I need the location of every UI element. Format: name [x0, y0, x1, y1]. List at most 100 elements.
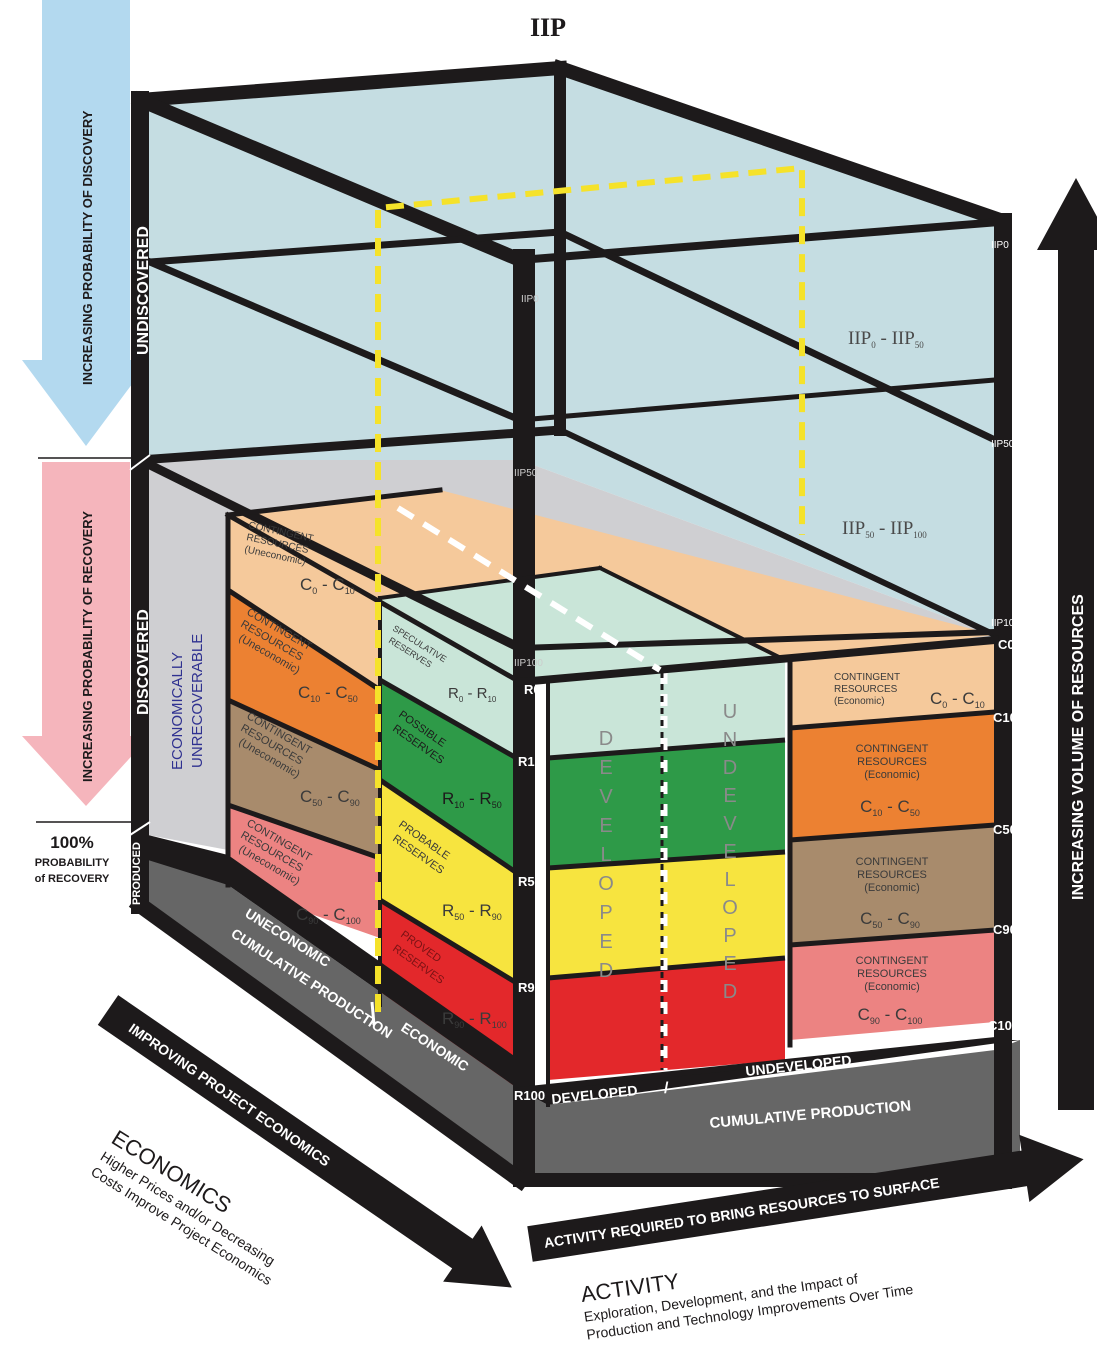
tick-right-iip100: IIP100 [991, 618, 1020, 629]
svg-text:C50 - C90: C50 - C90 [300, 787, 360, 808]
front-proved [548, 958, 785, 1080]
probability-label: PROBABILITY [35, 857, 110, 869]
svg-text:(Economic): (Economic) [834, 696, 885, 707]
reserve-block-possible [380, 680, 520, 875]
unrecoverable-label-1: ECONOMICALLY [169, 652, 186, 770]
svg-text:C0 - C10: C0 - C10 [300, 575, 355, 596]
economic-text-3: CONTINGENT RESOURCES (Economic) C90 - C1… [856, 955, 929, 1026]
svg-text:RESOURCES: RESOURCES [857, 756, 927, 768]
tick-right-iip50: IIP50 [991, 439, 1015, 450]
discovered-label: DISCOVERED [135, 609, 152, 715]
box-frame [128, 59, 1012, 1192]
undeveloped-letter: L [724, 869, 735, 891]
developed-letter: P [599, 902, 612, 924]
developed-letter: E [599, 757, 612, 779]
tick-r90: R90 [518, 980, 542, 995]
developed-letter: L [600, 844, 611, 866]
iip-lower-range: IIP50 - IIP100 [842, 518, 927, 540]
reserve-block-probable [380, 780, 520, 985]
recovery-arrow: INCREASING PROBABILITY OF RECOVERY [22, 462, 150, 806]
hundred-percent: 100% [50, 833, 93, 852]
undeveloped-letter: P [723, 925, 736, 947]
uneconomic-block-c90 [228, 805, 380, 938]
economic-column [789, 638, 996, 1040]
developed-vertical-label: DEVELOPED [598, 728, 614, 982]
undeveloped-letter: D [723, 757, 737, 779]
speculative-top-face [380, 568, 780, 682]
volume-arrow-label: INCREASING VOLUME OF RESOURCES [1070, 594, 1087, 900]
developed-letter: D [599, 960, 613, 982]
economic-text-2: CONTINGENT RESOURCES (Economic) C50 - C9… [856, 856, 929, 930]
discovered-separator [129, 454, 151, 471]
uneconomic-column [226, 515, 382, 938]
front-production-slab [520, 1040, 1020, 1185]
svg-text:RESOURCES: RESOURCES [857, 869, 927, 881]
svg-text:C50 - C90: C50 - C90 [860, 909, 920, 930]
svg-text:(Economic): (Economic) [864, 981, 920, 993]
undeveloped-letter: E [723, 953, 736, 975]
svg-text:C90 - C100: C90 - C100 [858, 1005, 923, 1026]
activity-caption: ACTIVITY Exploration, Development, and t… [579, 1268, 914, 1342]
discovery-arrow-label: INCREASING PROBABILITY OF DISCOVERY [80, 110, 95, 385]
svg-text:CONTINGENT: CONTINGENT [856, 955, 929, 967]
undeveloped-letter: E [723, 841, 736, 863]
reserve-ticks: R0 R10 R50 R90 R100 [514, 682, 545, 1103]
svg-text:C10 - C50: C10 - C50 [860, 797, 920, 818]
front-production-top [520, 1040, 1020, 1105]
economic-block-c0 [790, 638, 995, 728]
tick-center-iip50: IIP50 [514, 468, 538, 479]
produced-slash [370, 1001, 376, 1026]
tick-c90: C90 [993, 922, 1017, 937]
produced-label: PRODUCED [131, 842, 143, 905]
svg-text:C90 - C100: C90 - C100 [296, 905, 361, 926]
discovery-arrow: INCREASING PROBABILITY OF DISCOVERY [22, 0, 150, 446]
svg-text:R90 - R100: R90 - R100 [442, 1009, 507, 1030]
economics-caption: ECONOMICS Higher Prices and/or Decreasin… [88, 1125, 278, 1288]
side-production-band [148, 835, 520, 1090]
undeveloped-letter: D [723, 981, 737, 1003]
front-speculative [548, 660, 785, 758]
developed-letter: O [598, 873, 614, 895]
produced-separator [129, 821, 151, 836]
tick-r100: R100 [514, 1088, 545, 1103]
undeveloped-letter: V [723, 813, 737, 835]
undiscovered-volume [148, 72, 995, 635]
tick-right-iip0: IIP0 [991, 240, 1009, 251]
unrecoverable-label-2: UNRECOVERABLE [189, 634, 206, 768]
unrecoverable-wall [148, 465, 228, 850]
uneconomic-text-0: CONTINGENT RESOURCES (Uneconomic) C0 - C… [243, 520, 354, 596]
tick-c100: C100 [988, 1018, 1019, 1033]
economic-text-0: CONTINGENT RESOURCES (Economic) C0 - C10 [834, 672, 985, 710]
svg-text:RESOURCES: RESOURCES [834, 684, 898, 695]
svg-text:CONTINGENT: CONTINGENT [856, 743, 929, 755]
dev-undev-slash: / [664, 1080, 669, 1097]
recovery-arrow-label: INCREASING PROBABILITY OF RECOVERY [80, 511, 95, 782]
undeveloped-letter: O [722, 897, 738, 919]
contingent-ticks: C0 C10 C50 C90 C100 [988, 637, 1019, 1033]
iip-upper-range: IIP0 - IIP50 [848, 328, 924, 350]
uneconomic-block-c50 [228, 700, 380, 858]
economic-block-c10 [790, 712, 995, 840]
tick-center-iip0: IIP0 [521, 294, 539, 305]
economic-block-c90 [790, 930, 995, 1040]
developed-letter: D [599, 728, 613, 750]
reserve-block-speculative [380, 598, 520, 760]
svg-text:C0 - C10: C0 - C10 [930, 689, 985, 710]
svg-text:CONTINGENT: CONTINGENT [834, 672, 900, 683]
economic-text-1: CONTINGENT RESOURCES (Economic) C10 - C5… [856, 743, 929, 818]
tick-c0: C0 [998, 637, 1015, 652]
iip-top-dash [396, 505, 662, 673]
tick-r0: R0 [524, 682, 541, 697]
undeveloped-vertical-label: UNDEVELOPED [722, 701, 738, 1003]
diagram-title: IIP [530, 13, 566, 42]
undiscovered-label: UNDISCOVERED [135, 226, 152, 355]
tick-center-iip100: IIP100 [514, 658, 543, 669]
uneconomic-block-c0 [228, 515, 380, 690]
undeveloped-letter: N [723, 729, 737, 751]
tick-c10: C10 [993, 710, 1017, 725]
side-production-slab [148, 835, 520, 1175]
svg-text:C10 - C50: C10 - C50 [298, 683, 358, 704]
of-recovery-label: of RECOVERY [35, 873, 110, 885]
economic-block-c50 [790, 825, 995, 945]
